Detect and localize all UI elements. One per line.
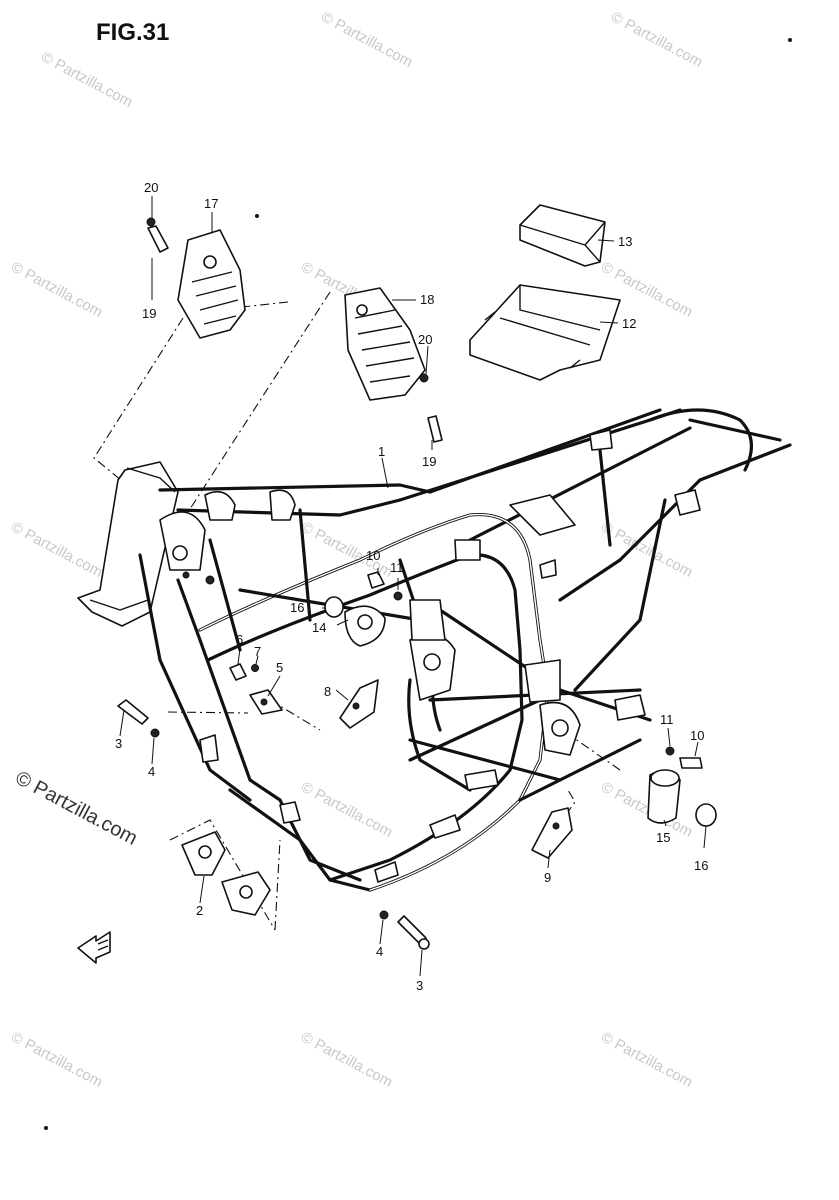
watermark-text: © Partzilla.com xyxy=(608,9,705,71)
part-13-box xyxy=(519,204,606,267)
part-19-bolt xyxy=(427,415,443,443)
watermark-text: © Partzilla.com xyxy=(298,1029,395,1091)
part-11-washer xyxy=(665,746,675,756)
part-4-washer xyxy=(150,728,160,738)
callout-13: 13 xyxy=(618,234,632,249)
part-3-bolt xyxy=(117,699,149,725)
callout-10: 10 xyxy=(366,548,380,563)
callout-8: 8 xyxy=(324,684,331,699)
part-18-side-plate xyxy=(344,287,426,401)
stray-mark xyxy=(788,38,792,42)
watermark-text: © Partzilla.com xyxy=(8,259,105,321)
stray-mark xyxy=(44,1126,48,1130)
callout-18: 18 xyxy=(420,292,434,307)
part-17-side-plate xyxy=(177,229,246,339)
part-6-bolt xyxy=(229,663,247,681)
part-11-washer xyxy=(393,591,403,601)
callouts: 1 2 3 3 4 4 5 6 7 8 9 10 10 11 11 12 13 … xyxy=(115,180,708,993)
part-10-bolt xyxy=(367,571,385,589)
watermark-text: © Partzilla.com xyxy=(38,49,135,111)
callout-7: 7 xyxy=(254,644,261,659)
callout-15: 15 xyxy=(656,830,670,845)
part-16-cap xyxy=(695,803,717,827)
callout-19: 19 xyxy=(142,306,156,321)
callout-14: 14 xyxy=(312,620,326,635)
part-4-washer xyxy=(379,910,389,920)
steering-head xyxy=(77,461,179,627)
callout-20: 20 xyxy=(418,332,432,347)
watermark-text: © Partzilla.com xyxy=(8,1029,105,1091)
part-16-cap xyxy=(324,596,344,618)
watermark-text: © Partzilla.com xyxy=(318,9,415,71)
main-frame xyxy=(77,408,792,892)
part-15-bushing xyxy=(647,769,681,824)
callout-20: 20 xyxy=(144,180,158,195)
watermark-text: © Partzilla.com xyxy=(598,779,695,841)
callout-4: 4 xyxy=(376,944,383,959)
callout-16: 16 xyxy=(694,858,708,873)
callout-1: 1 xyxy=(378,444,385,459)
callout-2: 2 xyxy=(196,903,203,918)
watermark-text: © Partzilla.com xyxy=(598,519,695,581)
callout-3: 3 xyxy=(115,736,122,751)
callout-17: 17 xyxy=(204,196,218,211)
callout-11: 11 xyxy=(390,560,404,575)
part-12-tray xyxy=(469,284,621,381)
part-20-nut xyxy=(419,373,429,383)
callout-12: 12 xyxy=(622,316,636,331)
part-10-bolt xyxy=(679,757,703,769)
callout-3: 3 xyxy=(416,978,423,993)
watermark-side-text: © Partzilla.com xyxy=(12,767,141,850)
part-20-nut xyxy=(146,217,156,227)
watermark-text: © Partzilla.com xyxy=(8,519,105,581)
part-9-bracket xyxy=(531,807,573,859)
figure-title: FIG.31 xyxy=(96,19,169,46)
bolts xyxy=(117,217,703,950)
callout-5: 5 xyxy=(276,660,283,675)
part-19-bolt xyxy=(147,225,169,253)
part-7-washer xyxy=(251,664,259,672)
callout-16: 16 xyxy=(290,600,304,615)
stray-mark xyxy=(255,214,259,218)
callout-6: 6 xyxy=(236,632,243,647)
watermark-text: © Partzilla.com xyxy=(598,1029,695,1091)
callout-10: 10 xyxy=(690,728,704,743)
part-14-mount xyxy=(344,605,386,647)
watermark-text: © Partzilla.com xyxy=(298,779,395,841)
callout-11: 11 xyxy=(660,712,674,727)
callout-19: 19 xyxy=(422,454,436,469)
callout-4: 4 xyxy=(148,764,155,779)
front-arrow-icon xyxy=(77,931,111,964)
callout-9: 9 xyxy=(544,870,551,885)
leader-lines xyxy=(119,196,707,977)
part-3-bolt xyxy=(397,915,427,945)
part-8-bracket xyxy=(339,679,379,729)
